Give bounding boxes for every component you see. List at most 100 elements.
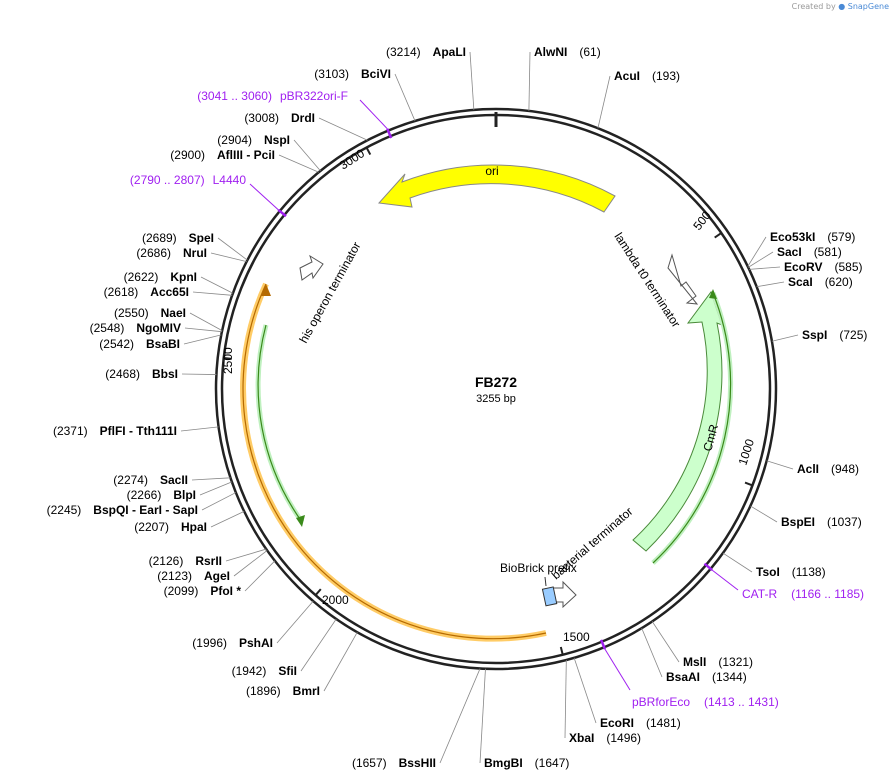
site-label-sacii[interactable]: (2274)SacII bbox=[113, 473, 188, 487]
site-leader-acc65i bbox=[192, 291, 233, 296]
primer-mark-pbr322ori-f bbox=[386, 128, 393, 139]
primer-leader-pbr322ori-f bbox=[359, 99, 388, 130]
site-leader-apali bbox=[469, 51, 475, 110]
ori-feature-arrow[interactable] bbox=[377, 164, 616, 213]
site-leader-sacii bbox=[191, 477, 231, 481]
site-label-sspi[interactable]: SspI(725) bbox=[802, 328, 867, 342]
site-label-msli[interactable]: MslI(1321) bbox=[683, 655, 753, 669]
site-label-pflfi-tth111i[interactable]: (2371)PflFI - Tth111I bbox=[53, 424, 177, 438]
site-label-bsshii[interactable]: (1657)BssHII bbox=[352, 756, 436, 770]
site-label-hpai[interactable]: (2207)HpaI bbox=[134, 520, 207, 534]
highlight-region-inner bbox=[242, 283, 547, 640]
site-label-eco53ki[interactable]: Eco53kI(579) bbox=[770, 230, 855, 244]
site-label-bsabi[interactable]: (2542)BsaBI bbox=[99, 337, 180, 351]
site-leader-kpni bbox=[200, 276, 234, 294]
site-label-bbsi[interactable]: (2468)BbsI bbox=[105, 367, 178, 381]
site-label-alwni[interactable]: AlwNI(61) bbox=[534, 45, 601, 59]
ruler-tick-500 bbox=[714, 232, 722, 239]
site-label-bspei[interactable]: BspEI(1037) bbox=[781, 515, 862, 529]
site-leader-ecorv bbox=[749, 266, 781, 270]
site-leader-acli bbox=[766, 460, 794, 470]
primer-mark-l4440 bbox=[277, 208, 287, 218]
site-label-apali[interactable]: (3214)ApaLI bbox=[386, 45, 466, 59]
plasmid-backbone bbox=[214, 107, 778, 671]
site-leader-saci bbox=[748, 251, 774, 268]
site-leader-alwni bbox=[528, 51, 531, 111]
site-leader-agei bbox=[233, 550, 268, 577]
site-label-acui[interactable]: AcuI(193) bbox=[614, 69, 680, 83]
primer-label-l4440[interactable]: (2790 .. 2807)L4440 bbox=[130, 173, 246, 187]
snapgene-branding: Created by ● SnapGene bbox=[792, 2, 889, 11]
snapgene-brand-name: SnapGene bbox=[847, 2, 889, 11]
site-label-drdi[interactable]: (3008)DrdI bbox=[244, 111, 315, 125]
site-label-nspi[interactable]: (2904)NspI bbox=[217, 133, 290, 147]
site-label-ecori[interactable]: EcoRI(1481) bbox=[600, 716, 681, 730]
site-label-bcivi[interactable]: (3103)BciVI bbox=[314, 67, 391, 81]
site-label-ecorv[interactable]: EcoRV(585) bbox=[784, 260, 862, 274]
biobrick-prefix-label: BioBrick prefix bbox=[500, 561, 577, 575]
cmr-label: CmR bbox=[700, 422, 721, 452]
map-center: FB272 3255 bp bbox=[475, 374, 517, 405]
site-label-xbai[interactable]: XbaI(1496) bbox=[569, 731, 641, 745]
site-leader-nrui bbox=[210, 252, 247, 262]
site-leader-bsshii bbox=[439, 668, 481, 764]
ruler-label-1000: 1000 bbox=[736, 437, 758, 467]
primer-leader-cat-r bbox=[711, 569, 739, 591]
site-leader-pfoi bbox=[244, 560, 276, 592]
his-operon-terminator-arrow[interactable] bbox=[299, 254, 324, 281]
ori-label: ori bbox=[485, 164, 498, 178]
site-label-rsrii[interactable]: (2126)RsrII bbox=[149, 554, 222, 568]
primer-label-cat-r[interactable]: CAT-R(1166 .. 1185) bbox=[742, 587, 864, 601]
plasmid-name: FB272 bbox=[475, 374, 517, 390]
site-label-afliii-pcii[interactable]: (2900)AflIII - PciI bbox=[170, 148, 275, 162]
primer-track: (3041 .. 3060)pBR322ori-F (2790 .. 2807)L… bbox=[130, 89, 864, 709]
site-leader-xbai bbox=[564, 660, 567, 739]
site-leader-afliii-pcii bbox=[278, 154, 319, 173]
site-leader-spei bbox=[217, 237, 248, 261]
site-label-agei[interactable]: (2123)AgeI bbox=[157, 569, 230, 583]
restriction-site-leaders bbox=[180, 51, 799, 764]
biobrick-prefix-box[interactable] bbox=[541, 586, 558, 607]
site-label-scai[interactable]: ScaI(620) bbox=[788, 275, 853, 289]
site-label-tsoi[interactable]: TsoI(1138) bbox=[756, 565, 826, 579]
site-label-bspqi-eari-sapi[interactable]: (2245)BspQI - EarI - SapI bbox=[47, 503, 198, 517]
site-leader-bsaai bbox=[641, 627, 663, 678]
site-label-pfoi[interactable]: (2099)PfoI * bbox=[164, 584, 242, 598]
site-label-bmri[interactable]: (1896)BmrI bbox=[246, 684, 320, 698]
site-label-nrui[interactable]: (2686)NruI bbox=[136, 246, 207, 260]
site-leader-naei bbox=[189, 312, 223, 332]
site-label-acc65i[interactable]: (2618)Acc65I bbox=[104, 285, 189, 299]
site-leader-bcivi bbox=[394, 73, 416, 122]
primer-leader-l4440 bbox=[249, 183, 279, 211]
site-label-ngomiv[interactable]: (2548)NgoMIV bbox=[90, 321, 181, 335]
ruler-tick-1500 bbox=[559, 646, 564, 655]
site-label-pshai[interactable]: (1996)PshAI bbox=[192, 636, 273, 650]
site-leader-hpai bbox=[210, 510, 245, 528]
site-leader-sspi bbox=[771, 334, 799, 342]
ruler-label-1500: 1500 bbox=[563, 630, 590, 644]
site-label-naei[interactable]: (2550)NaeI bbox=[114, 306, 186, 320]
site-label-kpni[interactable]: (2622)KpnI bbox=[124, 270, 197, 284]
site-label-spei[interactable]: (2689)SpeI bbox=[142, 231, 214, 245]
site-label-saci[interactable]: SacI(581) bbox=[777, 245, 842, 259]
site-label-bsaai[interactable]: BsaAI(1344) bbox=[666, 670, 747, 684]
ruler-tick-2500 bbox=[223, 356, 232, 360]
ruler-label-2500: 2500 bbox=[221, 347, 235, 374]
site-label-sfii[interactable]: (1942)SfiI bbox=[232, 664, 297, 678]
cmr-feature-arrow[interactable] bbox=[632, 290, 723, 552]
lambda-t0-terminator-arrow[interactable] bbox=[667, 253, 699, 305]
primer-label-pbrforeco[interactable]: pBRforEco(1413 .. 1431) bbox=[632, 695, 779, 709]
primer-label-pbr322ori-f[interactable]: (3041 .. 3060)pBR322ori-F bbox=[197, 89, 348, 103]
site-label-acli[interactable]: AclI(948) bbox=[797, 462, 859, 476]
site-leader-bsabi bbox=[183, 334, 222, 345]
ruler-tick-3000 bbox=[365, 147, 372, 156]
lambda-t0-terminator-label: lambda t0 terminator bbox=[611, 230, 683, 330]
site-label-blpi[interactable]: (2266)BlpI bbox=[127, 488, 196, 502]
site-leader-scai bbox=[756, 281, 785, 288]
site-label-bmgbi[interactable]: BmgBI(1647) bbox=[484, 756, 569, 770]
ruler-tick-2000 bbox=[314, 588, 322, 596]
primer-mark-cat-r bbox=[703, 562, 713, 572]
ruler-label-2000: 2000 bbox=[322, 593, 349, 607]
site-leader-msli bbox=[651, 621, 680, 663]
